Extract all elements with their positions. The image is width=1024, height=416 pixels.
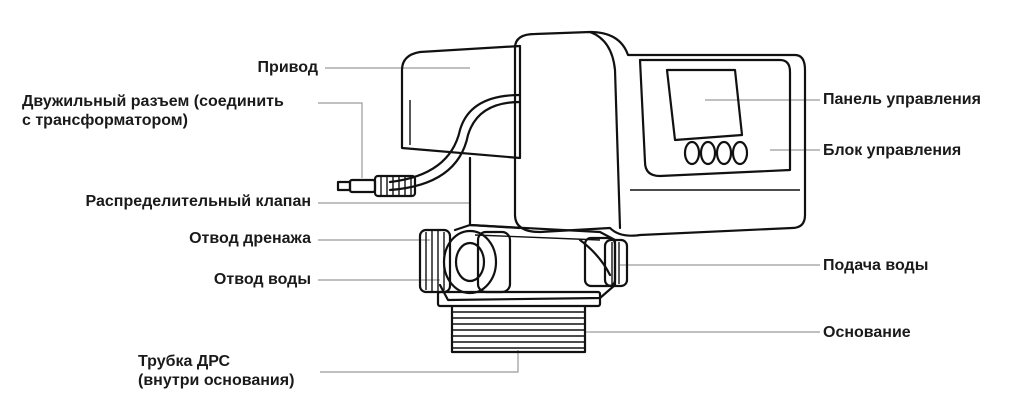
- label-control-unit: Блок управления: [823, 142, 962, 159]
- leader-lines: [318, 67, 820, 373]
- valve-body: [438, 156, 617, 302]
- label-riser-tube-line1: Трубка ДРС: [138, 353, 231, 370]
- controller-housing: [513, 30, 807, 237]
- label-drain-outlet: Отвод дренажа: [189, 230, 311, 247]
- label-riser-tube-line2: (внутри основания): [138, 372, 295, 389]
- drain-outlet-shape: [418, 228, 452, 294]
- leader-connector: [318, 102, 363, 178]
- water-outlet-shape: [442, 229, 512, 295]
- base-shape: [436, 290, 602, 354]
- label-control-panel: Панель управления: [823, 91, 981, 108]
- leader-riser-tube: [320, 350, 519, 373]
- label-connector-line2: с трансформатором): [22, 112, 188, 129]
- label-water-inlet: Подача воды: [823, 257, 929, 274]
- label-base: Основание: [823, 324, 911, 341]
- label-water-outlet: Отвод воды: [213, 271, 311, 288]
- label-privod: Привод: [257, 59, 318, 76]
- label-connector-line1: Двужильный разъем (соединить: [22, 93, 284, 110]
- label-distributor-valve: Распределительный клапан: [85, 193, 311, 210]
- connector-cable: [336, 93, 522, 198]
- actuator-shape: [400, 44, 522, 160]
- water-inlet-shape: [603, 238, 629, 288]
